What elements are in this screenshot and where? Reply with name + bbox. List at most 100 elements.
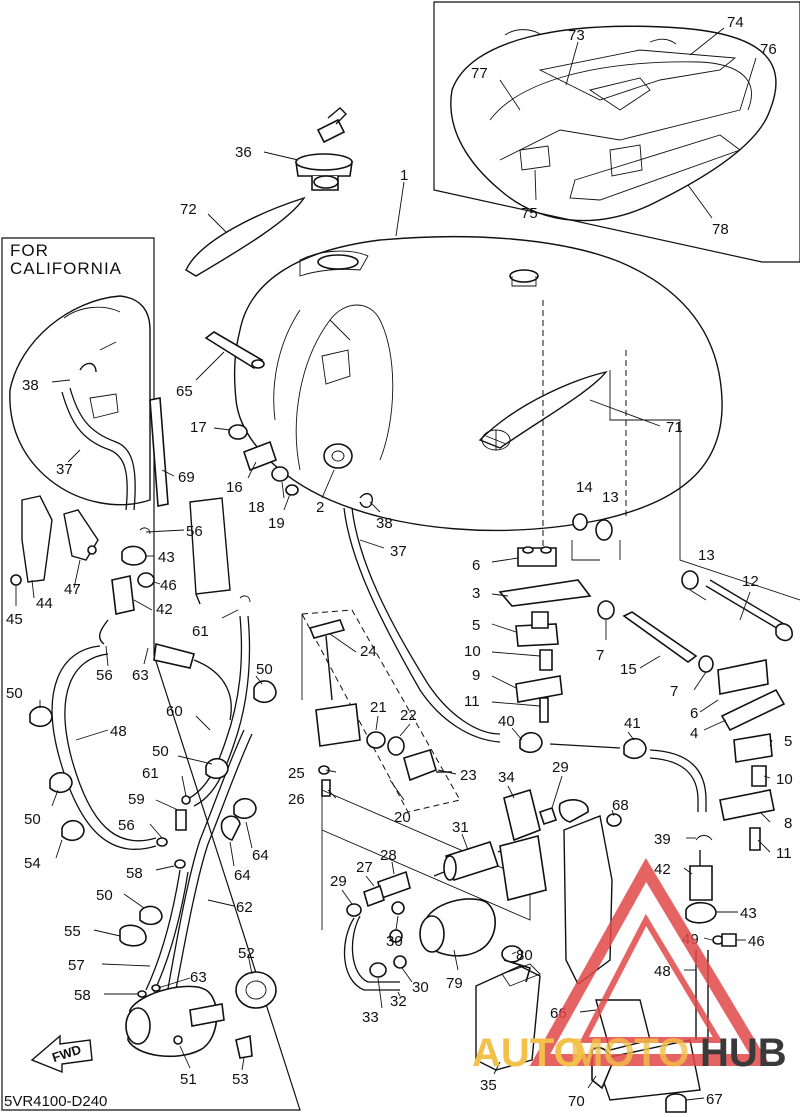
callout-45: 45 <box>6 611 23 628</box>
callout-57: 57 <box>68 957 85 974</box>
callout-1: 1 <box>400 167 408 184</box>
callout-62: 62 <box>236 899 253 916</box>
callout-37-main: 37 <box>390 543 407 560</box>
callout-34: 34 <box>498 769 515 786</box>
fuel-hoses-27-28-29 <box>346 870 411 917</box>
fuel-pump-group-box <box>321 789 531 930</box>
inset-title-line-1: FOR <box>10 241 49 260</box>
fuel-pump-79 <box>419 898 531 983</box>
california-solenoid <box>189 497 251 605</box>
callout-3: 3 <box>472 585 480 602</box>
fuel-tank <box>233 235 723 532</box>
california-hoses-48-60-62 <box>51 615 253 1001</box>
callout-47: 47 <box>64 581 81 598</box>
callout-32: 32 <box>390 993 407 1010</box>
callout-63-a: 63 <box>132 667 149 684</box>
callout-38-california: 38 <box>22 377 39 394</box>
callout-leader-lines <box>15 151 773 1101</box>
callout-56-a: 56 <box>186 523 203 540</box>
top-right-inset-frame <box>433 1 800 263</box>
callout-19: 19 <box>268 515 285 532</box>
fuel-cap-assembly <box>295 107 353 191</box>
callout-43-right: 43 <box>740 905 757 922</box>
tank-mount-right-parts <box>498 513 793 851</box>
inset-leader-lines <box>499 27 757 219</box>
callout-63-b: 63 <box>190 969 207 986</box>
callout-51: 51 <box>180 1071 197 1088</box>
callout-38-main: 38 <box>376 515 393 532</box>
callout-31: 31 <box>452 819 469 836</box>
callout-22: 22 <box>400 707 417 724</box>
callout-7-b: 7 <box>670 683 678 700</box>
callout-11-b: 11 <box>776 845 792 862</box>
callout-4: 4 <box>690 725 698 742</box>
california-hose-37 <box>61 362 136 511</box>
callout-80: 80 <box>516 947 533 964</box>
callout-54: 54 <box>24 855 41 872</box>
california-tank-outline <box>9 295 151 506</box>
california-inset-frame <box>1 237 301 1111</box>
california-brackets <box>10 495 99 586</box>
fuel-pump-cover-35 <box>475 963 541 1071</box>
california-tie-band-69 <box>149 397 169 507</box>
callout-56-b: 56 <box>96 667 113 684</box>
callout-6-b: 6 <box>690 705 698 722</box>
callout-44: 44 <box>36 595 53 612</box>
callout-55: 55 <box>64 923 81 940</box>
california-canister <box>125 971 277 1059</box>
callout-10-b: 10 <box>776 771 793 788</box>
callout-6-a: 6 <box>472 557 480 574</box>
fuel-pump-bracket-34 <box>499 788 589 902</box>
callout-20: 20 <box>394 809 411 826</box>
callout-37-california: 37 <box>56 461 73 478</box>
callout-48-california: 48 <box>110 723 127 740</box>
callout-42-california: 42 <box>156 601 173 618</box>
callout-17: 17 <box>190 419 207 436</box>
callout-36: 36 <box>235 144 252 161</box>
callout-48-right: 48 <box>654 963 671 980</box>
inset-title-line-2: CALIFORNIA <box>10 259 122 278</box>
callout-30-b: 30 <box>412 979 429 996</box>
tank-mount-top <box>509 269 539 287</box>
california-inset-title: FOR CALIFORNIA <box>10 241 122 278</box>
fwd-arrow <box>30 1034 93 1074</box>
callout-11-a: 11 <box>464 693 480 710</box>
tank-pad-inset-drawing <box>450 25 777 222</box>
callout-50-d: 50 <box>24 811 41 828</box>
callout-10-a: 10 <box>464 643 481 660</box>
callout-5-b: 5 <box>784 733 792 750</box>
callout-50-a: 50 <box>256 661 273 678</box>
breather-hose-65 <box>204 331 265 370</box>
callout-74: 74 <box>727 14 744 31</box>
callout-59: 59 <box>128 791 145 808</box>
callout-61-b: 61 <box>142 765 159 782</box>
callout-30-a: 30 <box>386 933 403 950</box>
callout-65: 65 <box>176 383 193 400</box>
callout-25: 25 <box>288 765 305 782</box>
fuel-cock-box <box>301 609 461 813</box>
callout-76: 76 <box>760 41 777 58</box>
fuel-cock <box>308 619 452 797</box>
fuel-hoses-30-32-33 <box>343 915 407 991</box>
callout-23: 23 <box>460 767 477 784</box>
california-clamps <box>29 680 277 947</box>
callout-14: 14 <box>576 479 593 496</box>
diagram-code: 5VR4100-D240 <box>4 1093 107 1110</box>
callout-9: 9 <box>472 667 480 684</box>
callout-13-a: 13 <box>602 489 619 506</box>
callout-68: 68 <box>612 797 629 814</box>
callout-21: 21 <box>370 699 387 716</box>
callout-7-a: 7 <box>596 647 604 664</box>
callout-28: 28 <box>380 847 397 864</box>
fuel-hose-37 <box>343 507 501 743</box>
callout-46-california: 46 <box>160 577 177 594</box>
callout-12: 12 <box>742 573 759 590</box>
callout-42-right: 42 <box>654 861 671 878</box>
callout-50-b: 50 <box>6 685 23 702</box>
callout-5-a: 5 <box>472 617 480 634</box>
callout-35: 35 <box>480 1077 497 1094</box>
small-fittings-cluster <box>228 424 353 496</box>
callout-77: 77 <box>471 65 488 82</box>
callout-numbers: 74 73 76 77 75 78 36 1 72 65 71 17 16 18… <box>6 14 793 1110</box>
